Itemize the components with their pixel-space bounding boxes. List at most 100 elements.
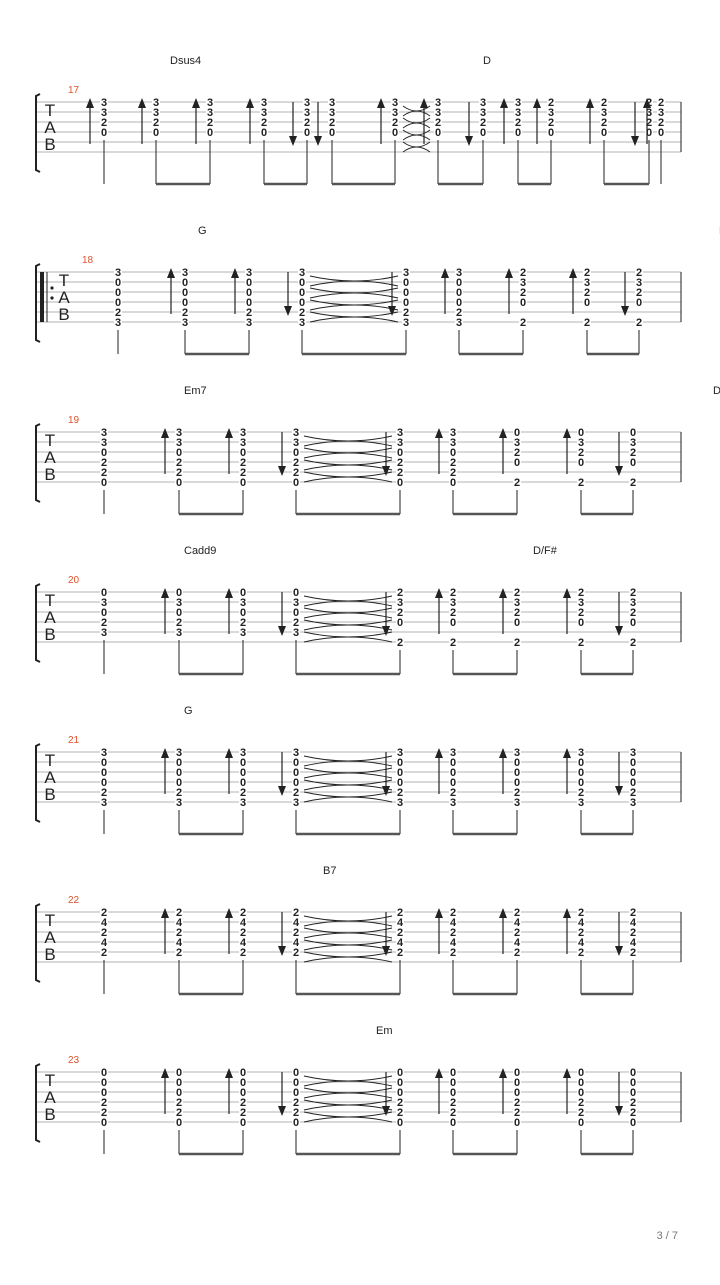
fret-number: 0	[299, 287, 305, 299]
upstroke-arrow-icon	[643, 98, 651, 108]
fret-bg	[245, 298, 253, 307]
fret-number: 3	[329, 107, 335, 119]
fret-number: 0	[101, 447, 107, 459]
fret-bg	[514, 128, 522, 137]
upstroke-arrow-icon	[225, 588, 233, 598]
fret-number: 2	[101, 1107, 107, 1119]
fret-bg	[292, 458, 300, 467]
tie-arc	[402, 129, 431, 136]
fret-number: 0	[480, 127, 486, 139]
downstroke-arrow-icon	[382, 1106, 390, 1116]
tab-clef-letter: A	[44, 608, 56, 627]
fret-bg	[577, 758, 585, 767]
fret-number: 0	[115, 277, 121, 289]
fret-number: 2	[450, 927, 456, 939]
downstroke-arrow-icon	[382, 626, 390, 636]
chord-name: Dsus4	[170, 55, 201, 67]
fret-bg	[239, 788, 247, 797]
tie-arc	[309, 275, 399, 282]
fret-bg	[100, 588, 108, 597]
fret-bg	[519, 268, 527, 277]
tab-clef-letter: B	[44, 945, 55, 964]
tie-arc	[303, 612, 393, 619]
fret-number: 2	[176, 787, 182, 799]
fret-bg	[239, 778, 247, 787]
fret-bg	[629, 938, 637, 947]
fret-number: 0	[578, 767, 584, 779]
fret-bg	[396, 778, 404, 787]
fret-number: 2	[515, 117, 521, 129]
fret-number: 2	[176, 617, 182, 629]
fret-bg	[513, 448, 521, 457]
fret-bg	[396, 948, 404, 957]
fret-bg	[519, 278, 527, 287]
fret-number: 0	[514, 1067, 520, 1079]
fret-bg	[449, 758, 457, 767]
fret-bg	[239, 1118, 247, 1127]
fret-bg	[260, 128, 268, 137]
fret-bg	[260, 118, 268, 127]
fret-bg	[577, 778, 585, 787]
fret-bg	[181, 278, 189, 287]
fret-number: 2	[514, 907, 520, 919]
fret-bg	[629, 608, 637, 617]
fret-bg	[292, 628, 300, 637]
fret-number: 3	[630, 437, 636, 449]
fret-number: 2	[578, 787, 584, 799]
fret-bg	[175, 1108, 183, 1117]
fret-number: 0	[304, 127, 310, 139]
tie-arc	[402, 110, 431, 117]
fret-bg	[449, 1118, 457, 1127]
fret-number: 0	[240, 477, 246, 489]
fret-bg	[100, 98, 108, 107]
fret-number: 0	[514, 777, 520, 789]
fret-number: 2	[578, 927, 584, 939]
fret-bg	[292, 1068, 300, 1077]
fret-bg	[292, 1098, 300, 1107]
fret-number: 3	[514, 597, 520, 609]
fret-bg	[449, 768, 457, 777]
fret-number: 2	[397, 1107, 403, 1119]
fret-number: 0	[176, 767, 182, 779]
fret-number: 0	[240, 1077, 246, 1089]
fret-bg	[152, 98, 160, 107]
fret-number: 2	[397, 907, 403, 919]
fret-number: 0	[293, 767, 299, 779]
downstroke-arrow-icon	[284, 306, 292, 316]
fret-bg	[175, 1088, 183, 1097]
fret-number: 2	[630, 637, 636, 649]
fret-number: 0	[397, 777, 403, 789]
fret-bg	[100, 928, 108, 937]
fret-number: 2	[397, 1097, 403, 1109]
fret-bg	[100, 788, 108, 797]
fret-bg	[239, 768, 247, 777]
fret-bg	[449, 618, 457, 627]
fret-bg	[239, 438, 247, 447]
fret-bg	[100, 908, 108, 917]
tie-arc	[303, 459, 393, 466]
fret-bg	[100, 118, 108, 127]
fret-bg	[513, 428, 521, 437]
fret-bg	[449, 428, 457, 437]
fret-bg	[577, 478, 585, 487]
fret-number: 3	[207, 97, 213, 109]
tie-arc	[303, 464, 393, 471]
fret-number: 0	[153, 127, 159, 139]
fret-bg	[635, 298, 643, 307]
fret-bg	[396, 468, 404, 477]
tie-arc	[303, 932, 393, 939]
fret-number: 2	[240, 927, 246, 939]
tie-arc	[402, 122, 431, 129]
upstroke-arrow-icon	[563, 748, 571, 758]
fret-number: 0	[578, 777, 584, 789]
fret-bg	[629, 588, 637, 597]
fret-number: 0	[646, 127, 652, 139]
fret-bg	[629, 1098, 637, 1107]
fret-bg	[206, 98, 214, 107]
